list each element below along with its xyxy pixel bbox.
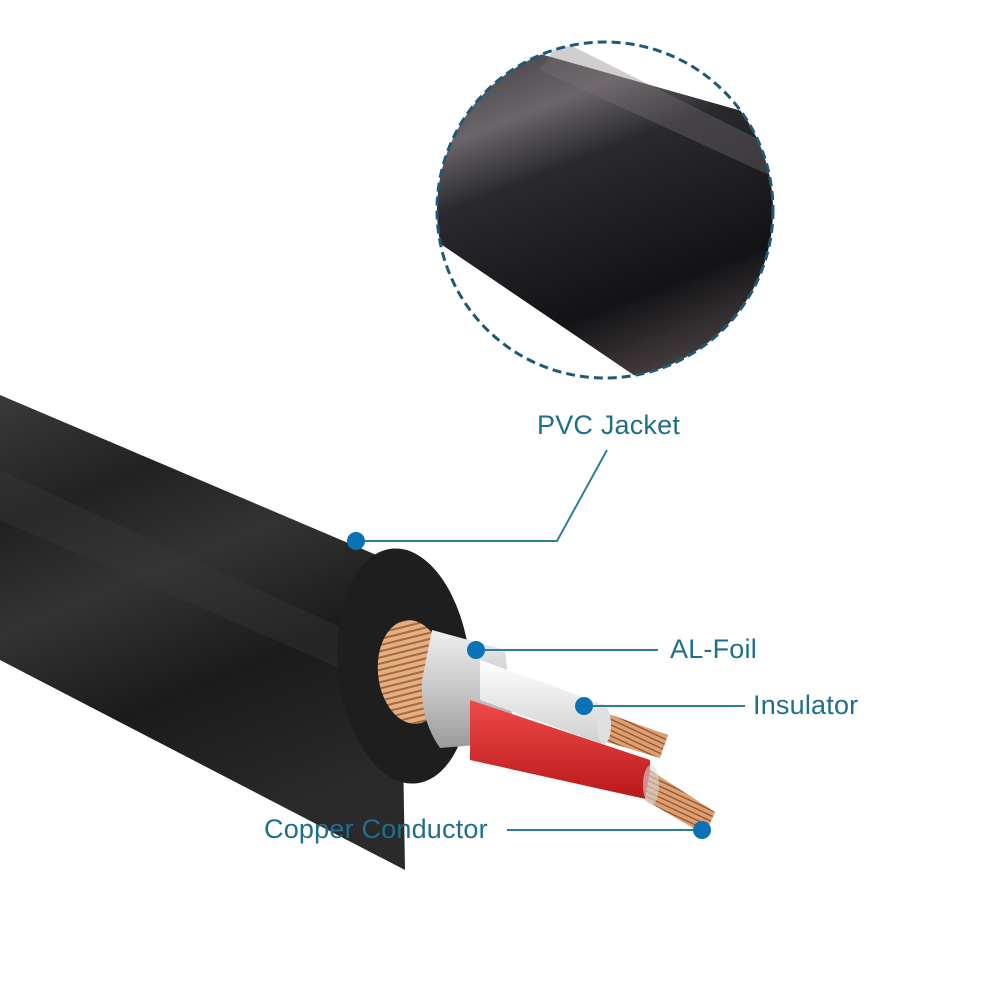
pvc-jacket-label: PVC Jacket	[537, 410, 681, 440]
jacket-closeup-callout	[435, 40, 775, 380]
copper-conductor-label: Copper Conductor	[264, 814, 488, 844]
copper-conductor-marker-dot	[693, 821, 711, 839]
leader-lines	[356, 449, 745, 831]
white-wire	[480, 660, 668, 758]
marker-dots	[347, 532, 711, 839]
al-foil-label: AL-Foil	[670, 634, 757, 664]
pvc-jacket-leader	[356, 449, 608, 542]
al-foil-marker-dot	[467, 641, 485, 659]
insulator-marker-dot	[575, 697, 593, 715]
insulator-label: Insulator	[753, 690, 859, 720]
pvc-jacket-marker-dot	[347, 532, 365, 550]
red-wire	[470, 700, 715, 835]
